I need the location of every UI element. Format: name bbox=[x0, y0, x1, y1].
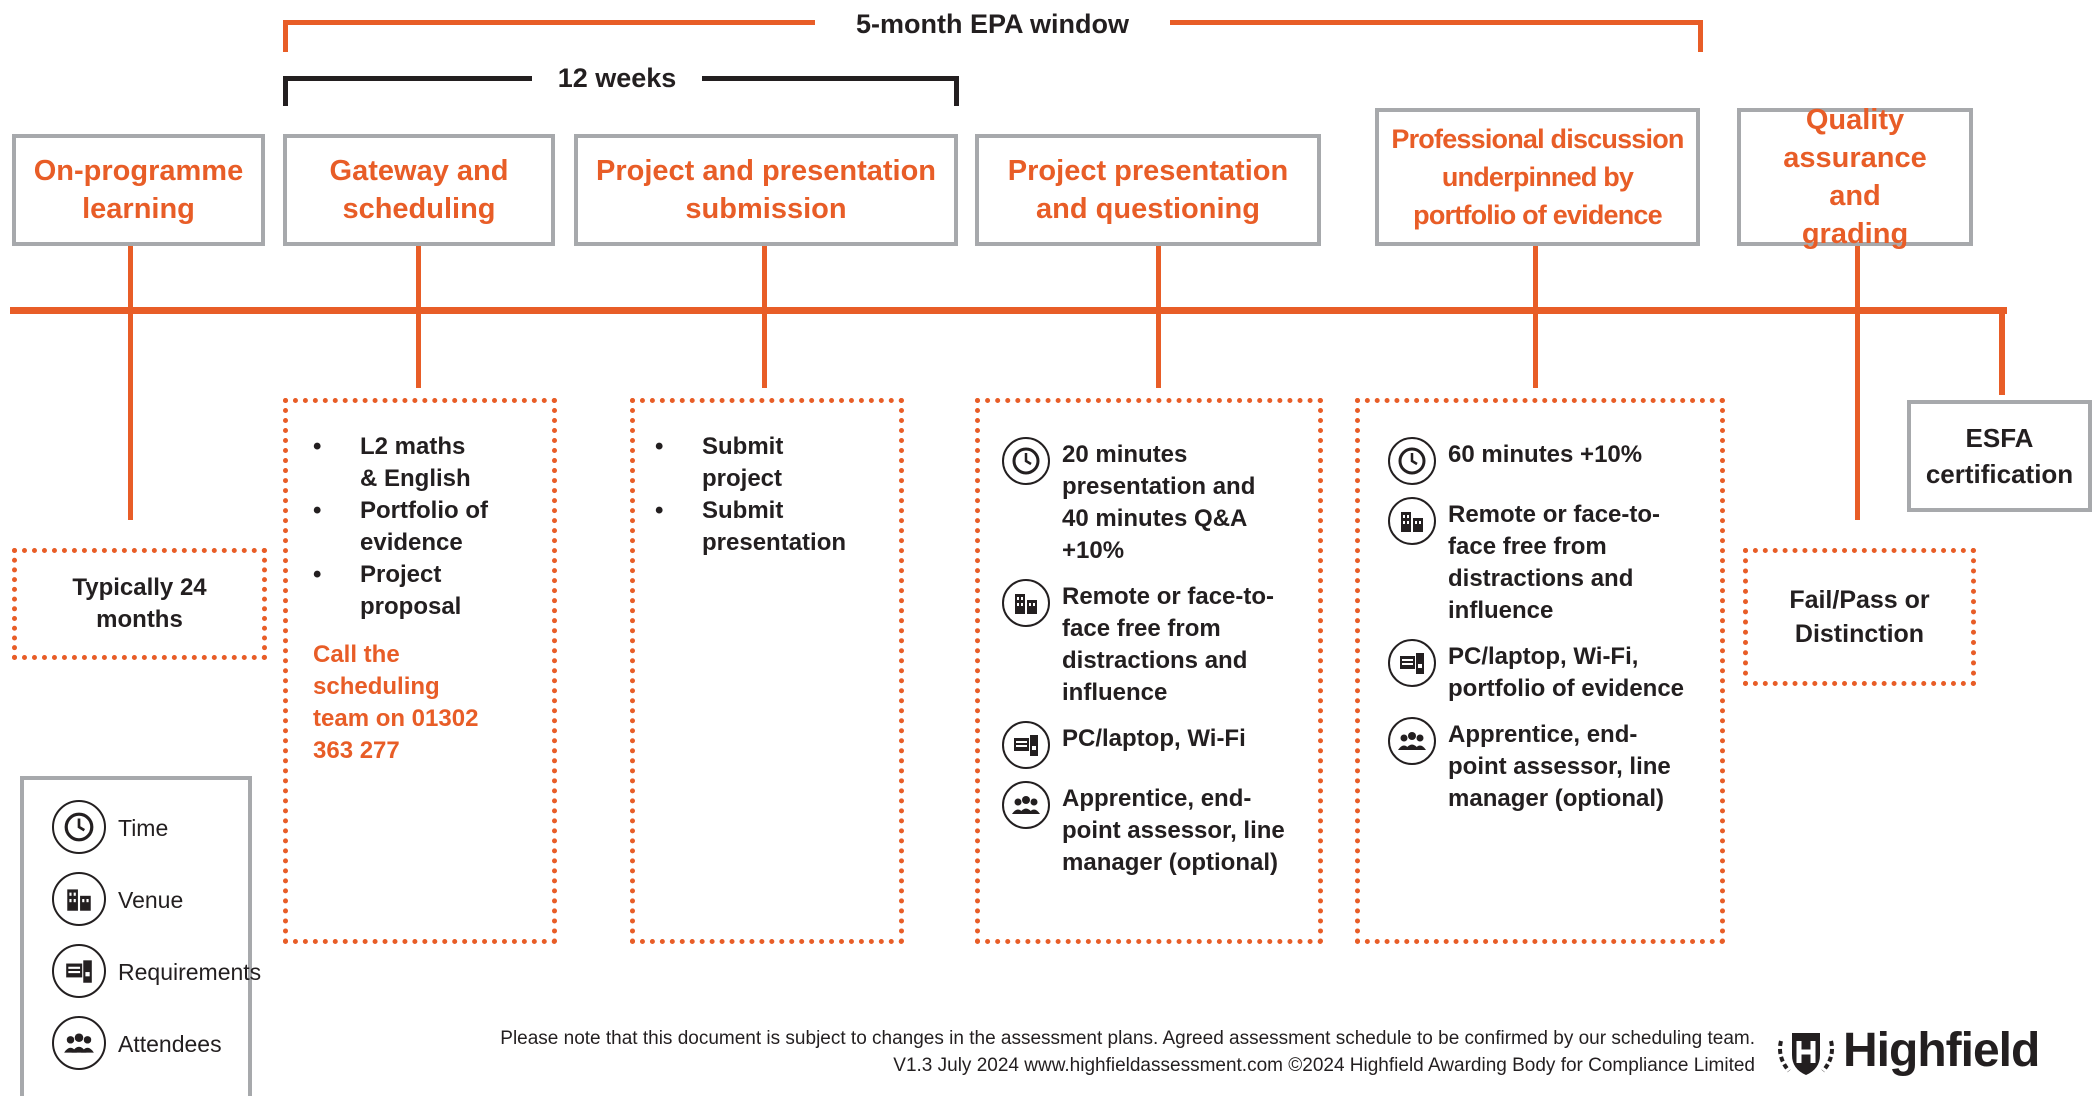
legend-item-time: Time bbox=[52, 800, 248, 856]
stage-on-programme: On-programme learning bbox=[12, 134, 265, 246]
stage-title: Quality assurance and grading bbox=[1783, 104, 1927, 250]
venue-text: Remote or face-to-face free from distrac… bbox=[1062, 583, 1275, 706]
stage-gateway: Gateway and scheduling bbox=[283, 134, 555, 246]
list-item: Portfolio of evidence bbox=[313, 495, 488, 559]
building-icon bbox=[52, 872, 106, 926]
clock-icon bbox=[1002, 437, 1050, 485]
stage-title: Project and presentation submission bbox=[595, 155, 936, 225]
brand-name: Highfield bbox=[1843, 1024, 2040, 1077]
highfield-logo: Highfield bbox=[1775, 1022, 2095, 1080]
stage-esfa-certification: ESFA certification bbox=[1907, 400, 2092, 512]
legend-item-requirements: Requirements bbox=[52, 944, 261, 1000]
venue-row: Remote or face-to-face free from distrac… bbox=[1388, 497, 1720, 627]
requirements-row: PC/laptop, Wi-Fi, portfolio of evidence bbox=[1388, 639, 1720, 705]
crest-icon bbox=[1775, 1023, 1837, 1079]
disclaimer-text: Please note that this document is subjec… bbox=[500, 1028, 1755, 1049]
devices-icon bbox=[1388, 639, 1436, 687]
list-item: Submit presentation bbox=[655, 495, 855, 559]
devices-icon bbox=[52, 944, 106, 998]
building-icon bbox=[1002, 579, 1050, 627]
attendees-row: Apprentice, end-point assessor, line man… bbox=[1388, 717, 1720, 815]
stage-presentation: Project presentation and questioning bbox=[975, 134, 1321, 246]
detail-presentation: 20 minutes presentation and 40 minutes Q… bbox=[975, 398, 1323, 944]
stage-discussion: Professional discussion underpinned by p… bbox=[1375, 108, 1700, 246]
devices-icon bbox=[1002, 721, 1050, 769]
legend-label: Venue bbox=[118, 886, 184, 913]
detail-quality: Fail/Pass or Distinction bbox=[1743, 548, 1976, 686]
gateway-requirements-list: L2 maths & English Portfolio of evidence… bbox=[313, 431, 488, 623]
venue-row: Remote or face-to-face free from distrac… bbox=[1002, 579, 1318, 709]
list-item: Project proposal bbox=[313, 559, 488, 623]
people-icon bbox=[1388, 717, 1436, 765]
legend-label: Attendees bbox=[118, 1030, 222, 1057]
scheduling-phone-text: Call the scheduling team on 01302 363 27… bbox=[313, 641, 479, 764]
twelve-weeks-label: 12 weeks bbox=[532, 58, 702, 98]
stage-title: Project presentation and questioning bbox=[1007, 155, 1289, 225]
attendees-row: Apprentice, end-point assessor, line man… bbox=[1002, 781, 1318, 879]
grading-text: Fail/Pass or Distinction bbox=[1789, 586, 1930, 648]
clock-icon bbox=[52, 800, 106, 854]
icon-legend: Time Venue Requirements Attendees bbox=[20, 776, 261, 1096]
duration-text: Typically 24 months bbox=[72, 574, 207, 633]
clock-icon bbox=[1388, 437, 1436, 485]
footer-note: Please note that this document is subjec… bbox=[330, 1025, 1755, 1079]
time-text: 20 minutes presentation and 40 minutes Q… bbox=[1062, 441, 1256, 564]
detail-discussion: 60 minutes +10% Remote or face-to-face f… bbox=[1355, 398, 1725, 944]
list-item: L2 maths & English bbox=[313, 431, 488, 495]
time-text: 60 minutes +10% bbox=[1448, 441, 1643, 468]
people-icon bbox=[1002, 781, 1050, 829]
attendees-text: Apprentice, end-point assessor, line man… bbox=[1448, 721, 1671, 812]
detail-on-programme: Typically 24 months bbox=[12, 548, 267, 660]
list-item: Submit project bbox=[655, 431, 855, 495]
legend-label: Requirements bbox=[118, 958, 262, 985]
stage-title: ESFA certification bbox=[1925, 423, 2074, 489]
requirements-row: PC/laptop, Wi-Fi bbox=[1002, 721, 1318, 769]
time-row: 60 minutes +10% bbox=[1388, 437, 1720, 485]
epa-window-label: 5-month EPA window bbox=[815, 4, 1170, 44]
time-row: 20 minutes presentation and 40 minutes Q… bbox=[1002, 437, 1318, 567]
venue-text: Remote or face-to-face free from distrac… bbox=[1448, 501, 1661, 624]
detail-gateway: L2 maths & English Portfolio of evidence… bbox=[283, 398, 557, 944]
stage-title: Gateway and scheduling bbox=[329, 155, 509, 225]
requirements-text: PC/laptop, Wi-Fi, portfolio of evidence bbox=[1448, 643, 1685, 702]
building-icon bbox=[1388, 497, 1436, 545]
submission-list: Submit project Submit presentation bbox=[655, 431, 855, 559]
legend-item-venue: Venue bbox=[52, 872, 248, 928]
detail-submission: Submit project Submit presentation bbox=[630, 398, 904, 944]
version-copyright-text: V1.3 July 2024 www.highfieldassessment.c… bbox=[893, 1055, 1755, 1076]
stage-title: On-programme learning bbox=[33, 155, 244, 225]
attendees-text: Apprentice, end-point assessor, line man… bbox=[1062, 785, 1285, 876]
requirements-text: PC/laptop, Wi-Fi bbox=[1062, 725, 1246, 752]
people-icon bbox=[52, 1016, 106, 1070]
stage-submission: Project and presentation submission bbox=[574, 134, 958, 246]
timeline-line bbox=[10, 307, 2007, 314]
legend-item-attendees: Attendees bbox=[52, 1016, 248, 1072]
legend-label: Time bbox=[118, 814, 169, 841]
stage-quality: Quality assurance and grading bbox=[1737, 104, 1973, 250]
stage-title: Professional discussion underpinned by p… bbox=[1391, 124, 1684, 230]
